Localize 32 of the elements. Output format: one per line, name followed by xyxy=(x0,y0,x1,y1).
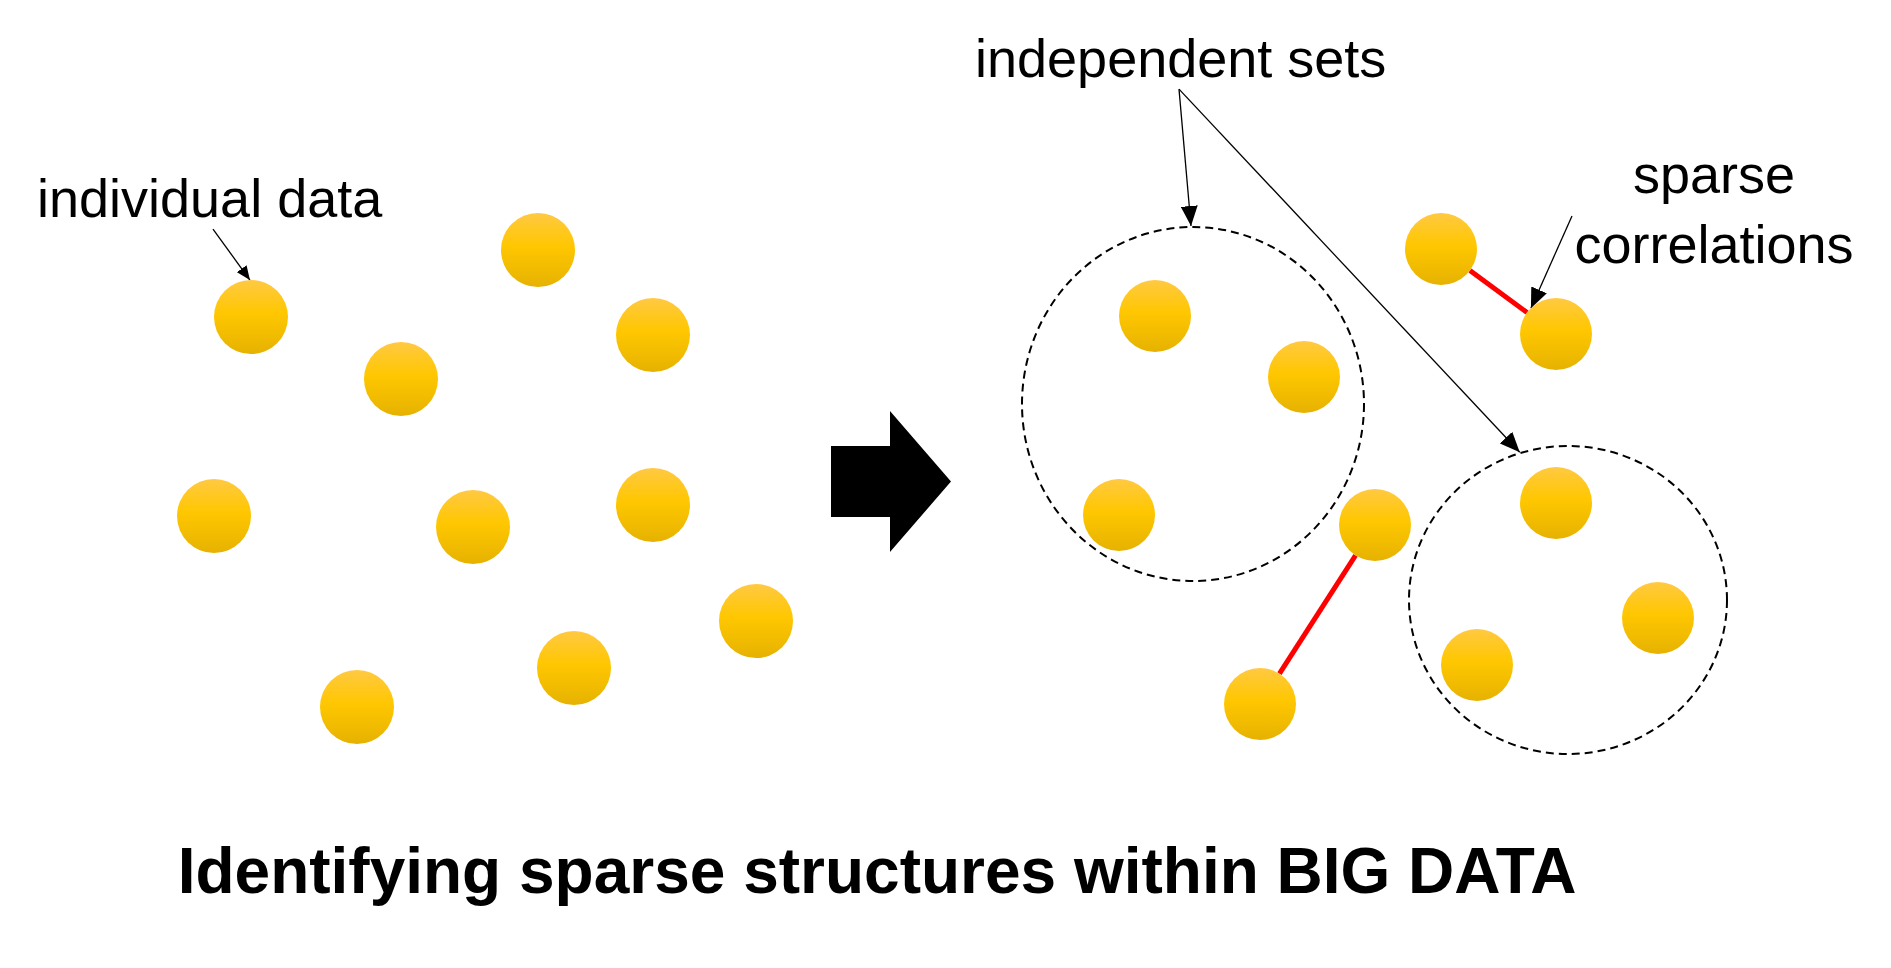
leader-arrow xyxy=(212,228,251,281)
data-point xyxy=(1119,280,1191,352)
data-point xyxy=(616,468,690,542)
correlation-line xyxy=(1277,553,1358,676)
callout-label: independent sets xyxy=(975,27,1387,90)
data-point xyxy=(501,213,575,287)
data-point xyxy=(1622,582,1694,654)
set-boundary xyxy=(1021,226,1365,582)
data-point xyxy=(616,298,690,372)
callout-label: individual data xyxy=(37,167,383,230)
data-point xyxy=(436,490,510,564)
data-point xyxy=(1224,668,1296,740)
data-point xyxy=(320,670,394,744)
data-point xyxy=(1405,213,1477,285)
correlation-line xyxy=(1468,268,1529,315)
data-point xyxy=(177,479,251,553)
data-point xyxy=(214,280,288,354)
leader-arrow xyxy=(1178,88,1521,453)
leader-arrow xyxy=(1178,88,1198,227)
data-point xyxy=(1520,298,1592,370)
data-point xyxy=(719,584,793,658)
leader-arrow xyxy=(1530,215,1573,309)
data-point xyxy=(1083,479,1155,551)
data-point xyxy=(1268,341,1340,413)
data-point xyxy=(537,631,611,705)
callout-label: sparse correlations xyxy=(1572,139,1856,279)
data-point xyxy=(364,342,438,416)
data-point xyxy=(1520,467,1592,539)
set-boundary xyxy=(1408,445,1728,755)
diagram-title: Identifying sparse structures within BIG DATA xyxy=(177,835,1577,909)
data-point xyxy=(1441,629,1513,701)
data-point xyxy=(1339,489,1411,561)
